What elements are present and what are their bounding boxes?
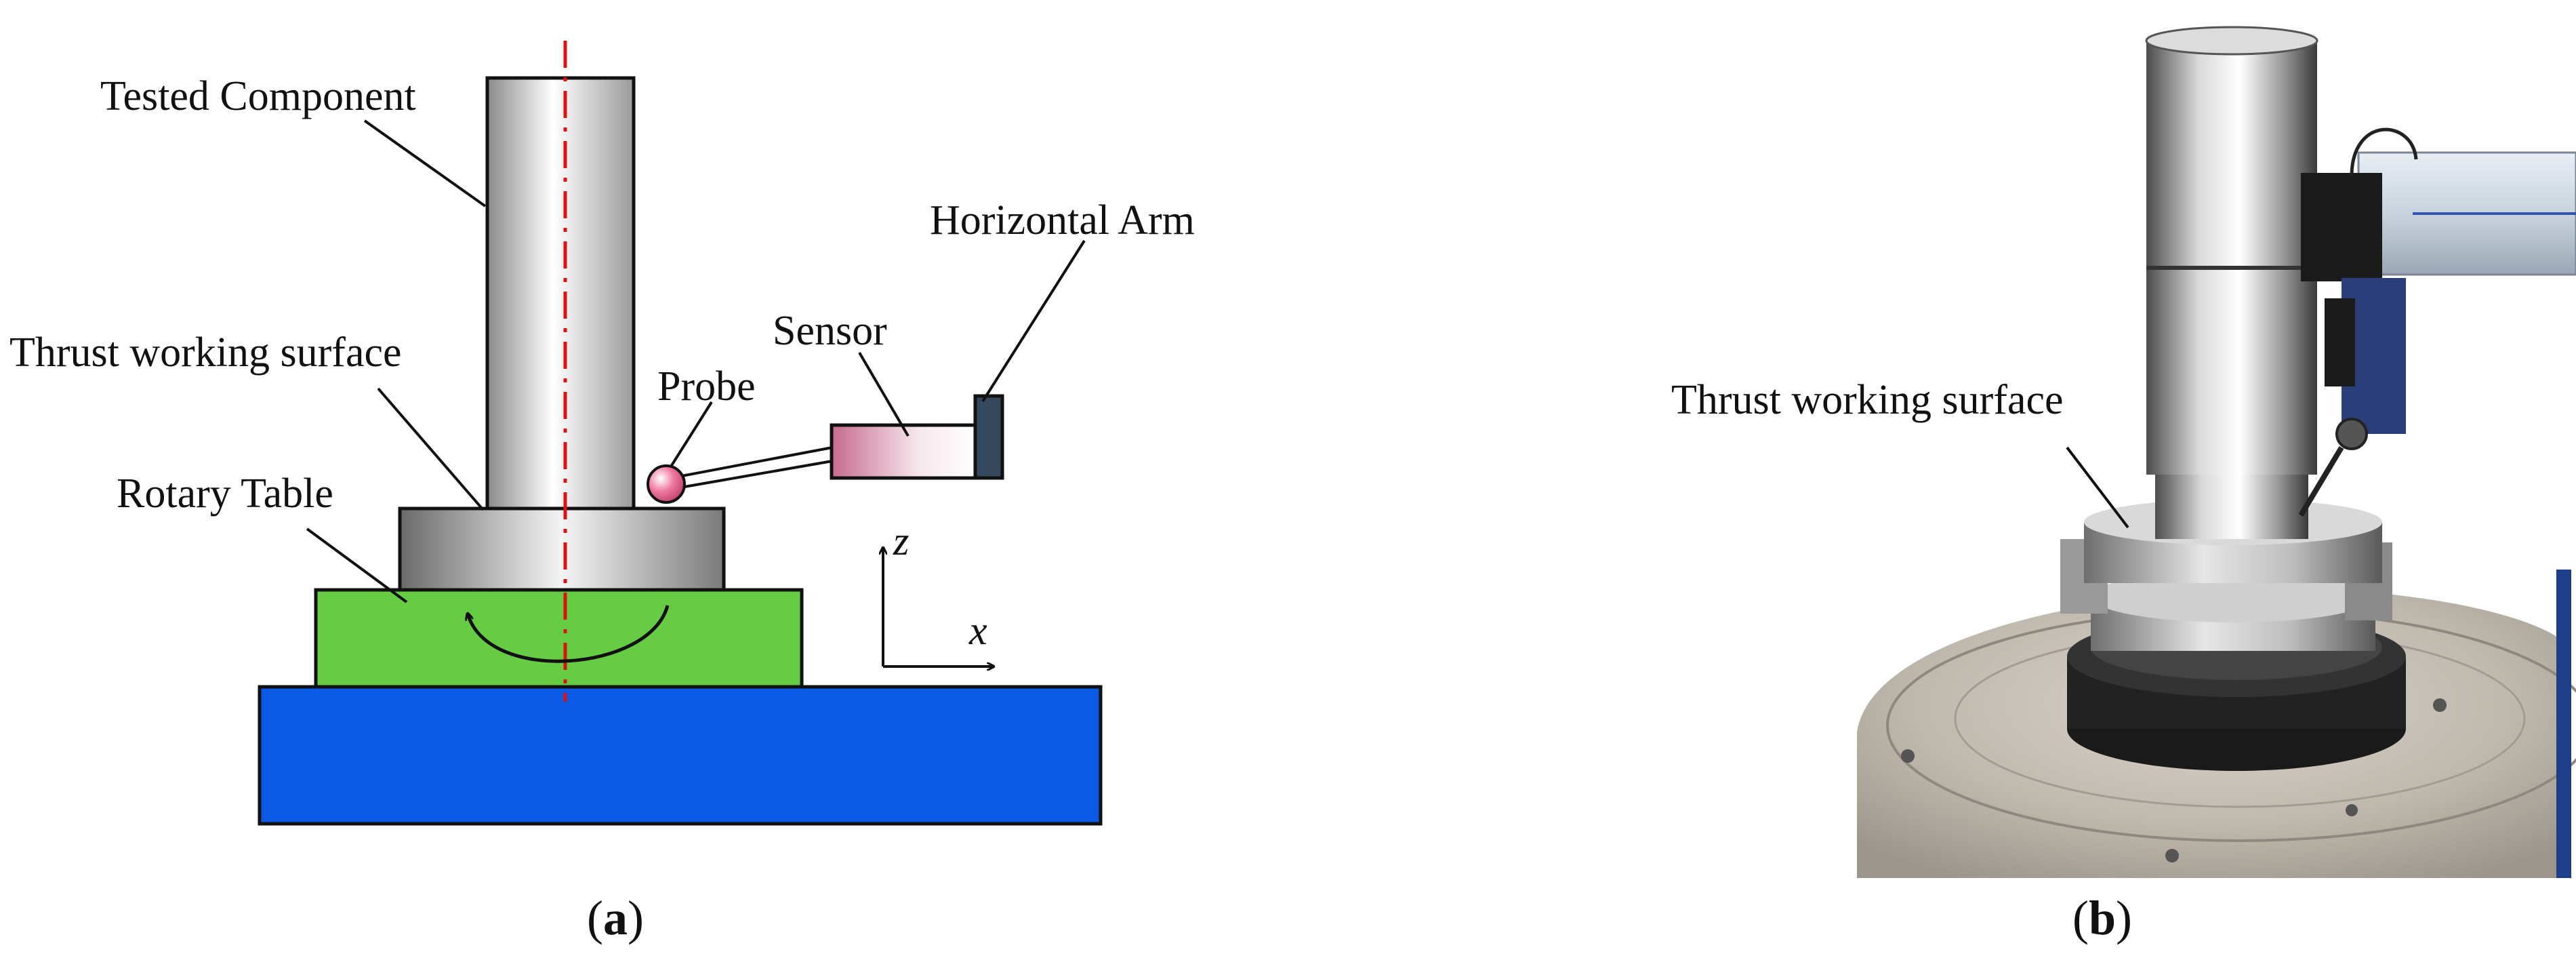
base-block (258, 685, 1103, 826)
caption-b: (b) (2072, 891, 2132, 945)
tested-component-cylinder (485, 76, 636, 511)
photo-shaft-lower (2155, 475, 2308, 539)
rotation-arrow (468, 605, 670, 663)
horizontal-arm-block (973, 394, 1004, 480)
label-horizontal-arm: Horizontal Arm (930, 197, 1195, 243)
label-axis-x: x (968, 608, 987, 653)
photo-arm-cable (2350, 127, 2418, 177)
photo-plate-bolt (2433, 698, 2447, 712)
leader-probe (670, 401, 713, 468)
photo-blue-edge (2556, 570, 2571, 878)
leader-horizontal-arm (981, 239, 1086, 403)
photo-probe-stylus (2298, 445, 2344, 517)
caption-a: (a) (587, 891, 644, 945)
photo-arm-motor (2301, 173, 2382, 281)
label-tested-component: Tested Component (100, 73, 416, 119)
leader-thrust-surface (377, 387, 485, 511)
rotary-table-block (314, 588, 804, 689)
label-axis-z: z (893, 519, 909, 563)
thrust-ring (398, 506, 726, 592)
photo-fixture-lower-top (2091, 571, 2375, 622)
label-sensor: Sensor (773, 308, 887, 354)
leader-rotary-table (306, 527, 408, 603)
sensor-body (830, 423, 977, 480)
probe-stylus (681, 446, 833, 477)
photo-plate-bolt (2346, 804, 2358, 816)
photo-sensor-clamp (2325, 298, 2355, 386)
label-rotary-table: Rotary Table (117, 471, 333, 517)
photo-shaft-upper (2146, 41, 2317, 475)
photo-plate-bolt (1901, 749, 1915, 763)
panel-b-photo: Thrust working surface (b) (1671, 26, 2576, 945)
photo-plate-bolt (2165, 849, 2179, 862)
photo-shaft-top (2145, 26, 2318, 56)
probe-stylus-edge (684, 460, 833, 488)
label-probe: Probe (657, 363, 756, 410)
label-thrust-surface-a: Thrust working surface (9, 330, 402, 376)
probe-ball (647, 464, 686, 504)
leader-thrust-surface-b (2066, 446, 2129, 529)
photo-probe-tip (2335, 418, 2368, 450)
label-thrust-surface-b: Thrust working surface (1671, 377, 2064, 423)
panel-a-diagram: Tested Component Thrust working surface … (9, 41, 1195, 945)
leader-tested-component (363, 119, 487, 207)
leader-sensor (858, 351, 909, 437)
